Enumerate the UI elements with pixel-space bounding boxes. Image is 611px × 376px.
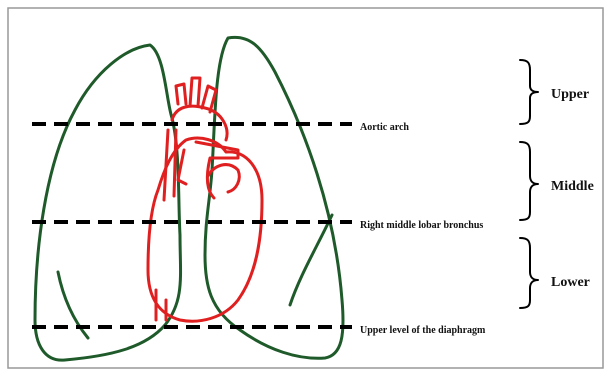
reference-lines: [32, 124, 352, 327]
figure-frame: [8, 8, 603, 368]
lungs-outline: [35, 37, 343, 360]
upper-brace: [520, 60, 538, 124]
diaphragm-label: Upper level of the diaphragm: [360, 325, 486, 336]
left-lung-fissure: [290, 215, 332, 305]
right-lung-outline: [35, 45, 181, 360]
zone-braces: [520, 60, 538, 308]
zone-middle-label: Middle: [551, 179, 594, 194]
middle-brace: [520, 142, 538, 220]
zone-lower-label: Lower: [551, 275, 590, 290]
descending-aorta: [178, 150, 186, 184]
aortic-arch-label: Aortic arch: [360, 122, 409, 133]
great-vessel-1: [176, 84, 186, 104]
bronchus-label: Right middle lobar bronchus: [360, 220, 483, 231]
heart: [148, 78, 262, 321]
lower-brace: [520, 238, 538, 308]
great-vessel-2: [190, 78, 200, 106]
inferior-vena-cava: [156, 290, 166, 320]
zone-upper-label: Upper: [551, 87, 589, 102]
